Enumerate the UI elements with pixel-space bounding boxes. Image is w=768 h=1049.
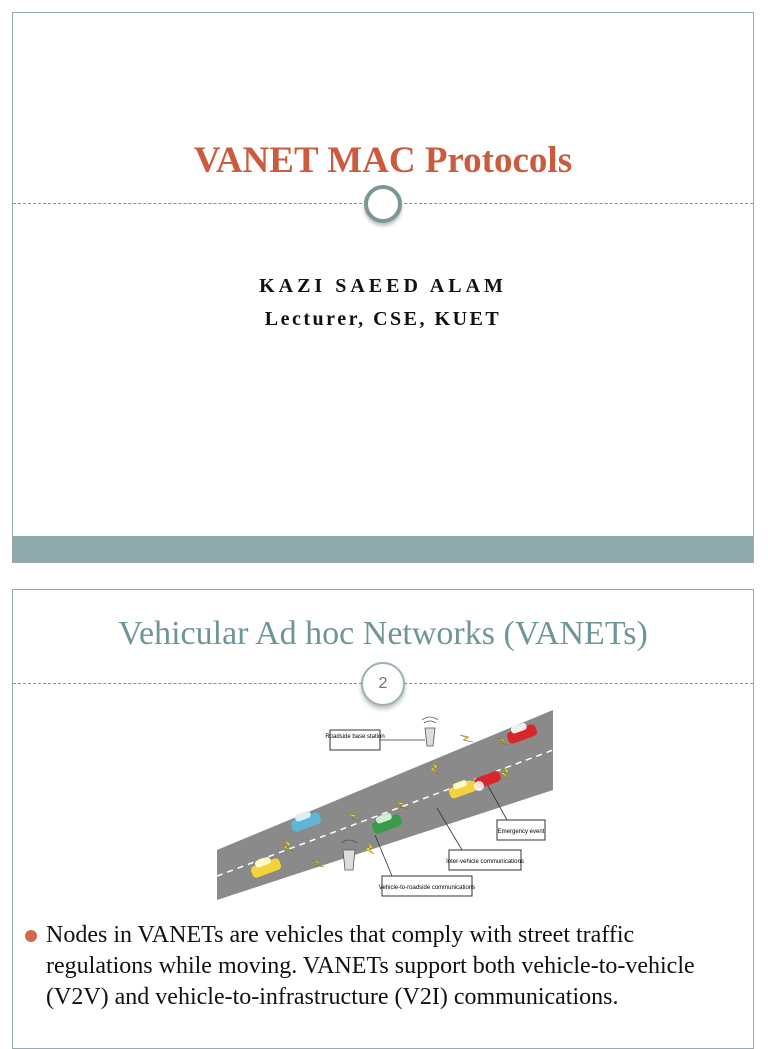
lane-marking: [217, 749, 553, 877]
label-box-emergency: [496, 819, 546, 841]
tower-icon: [340, 839, 358, 871]
emergency-flash: [474, 781, 484, 791]
road: [217, 710, 553, 900]
bullet-dot-icon: [25, 930, 37, 942]
author-affiliation: Lecturer, CSE, KUET: [264, 308, 502, 330]
slide-number: 2: [361, 662, 405, 706]
label-emergency: Emergency event: [498, 829, 545, 835]
bullet-text: Nodes in VANETs are vehicles that comply…: [46, 922, 695, 1010]
divider-circle: [364, 185, 402, 223]
label-v2r: Vehicle-to-roadside communications: [379, 885, 475, 891]
slide-title: Vehicular Ad hoc Networks (VANETs): [118, 615, 648, 652]
label-box-inter-vehicle: [448, 849, 522, 871]
label-box-roadside: [329, 729, 381, 751]
label-box-v2r: [381, 875, 473, 897]
car-green-icon: [371, 813, 403, 834]
label-roadside: Roadside base station: [325, 734, 384, 740]
bullet-item: Nodes in VANETs are vehicles that comply…: [25, 920, 725, 1013]
car-blue-icon: [290, 811, 322, 832]
tower-icon: [421, 716, 439, 747]
car-yellow-icon: [250, 857, 282, 878]
slide-title: VANET MAC Protocols: [193, 140, 573, 181]
slide-footer-bar: [13, 536, 753, 562]
title-slide: VANET MAC Protocols KAZI SAEED ALAM Lect…: [12, 12, 754, 563]
content-slide: Vehicular Ad hoc Networks (VANETs) 2 Roa…: [12, 589, 754, 1049]
car-yellow-icon: [448, 780, 477, 799]
car-red-icon: [506, 723, 538, 744]
author-name: KAZI SAEED ALAM: [259, 275, 507, 297]
vanet-diagram: Roadside base station Emergency event In…: [217, 710, 553, 900]
label-inter-vehicle: Inter-vehicle communications: [446, 859, 524, 865]
